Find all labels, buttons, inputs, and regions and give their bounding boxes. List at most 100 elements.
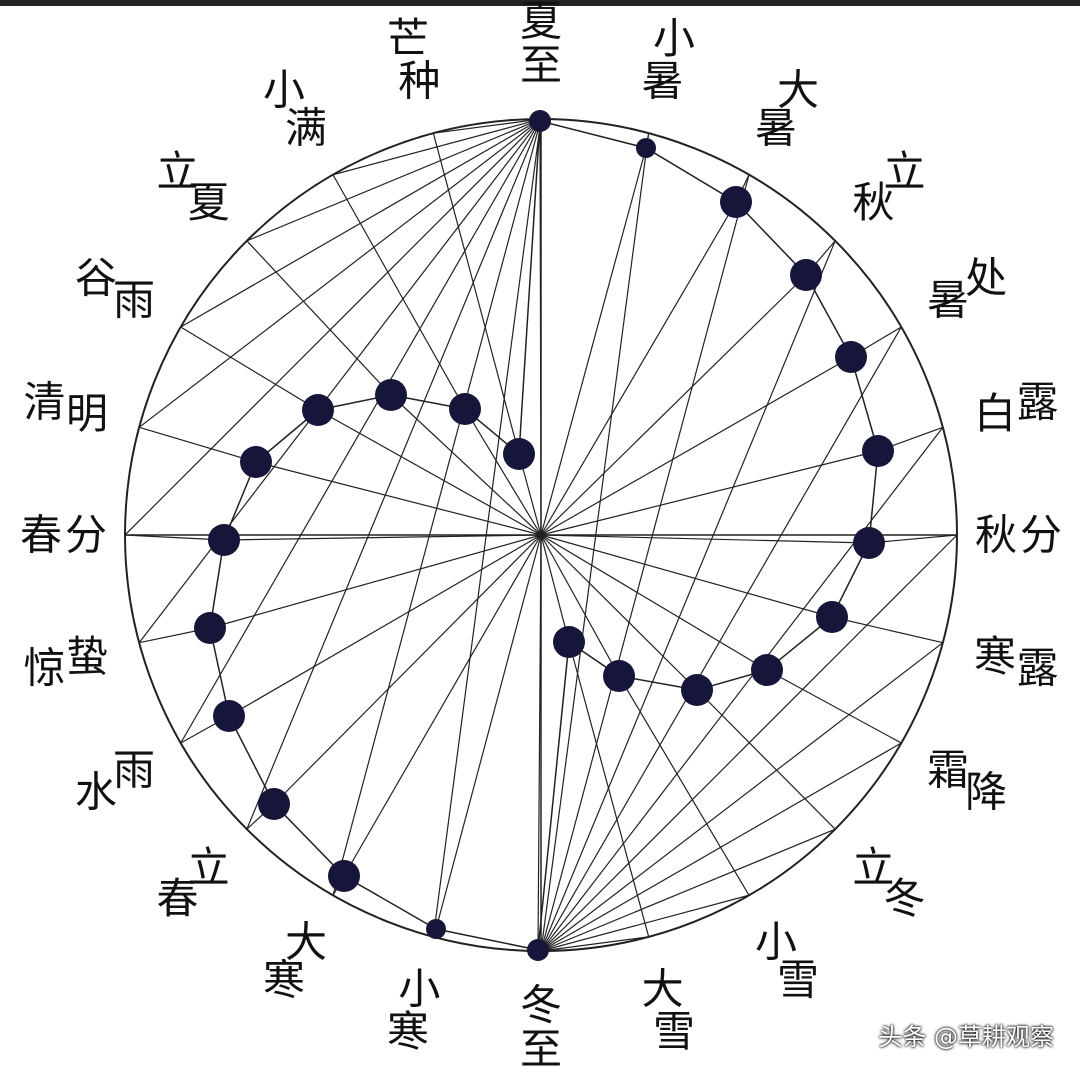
dot-大寒: [328, 860, 360, 892]
projection-lines: [124, 118, 958, 952]
projection-line: [540, 936, 649, 952]
center-line: [540, 274, 807, 536]
projection-line: [540, 426, 944, 952]
term-char: 立: [883, 147, 925, 196]
dot-立秋: [790, 259, 822, 291]
center-line: [435, 534, 542, 930]
term-char: 露: [1016, 377, 1058, 426]
term-char: 种: [398, 57, 440, 106]
term-label: 立冬: [852, 843, 925, 923]
center-line: [540, 534, 620, 677]
term-char: 蛰: [66, 632, 108, 681]
term-label: 立春: [157, 843, 230, 923]
ray-line: [180, 326, 319, 411]
term-char: 春: [157, 874, 199, 923]
term-label: 芒种: [387, 14, 440, 106]
term-char: 暑: [755, 103, 797, 152]
dot-寒露: [816, 601, 848, 633]
projection-line: [540, 326, 902, 952]
center-line: [317, 409, 542, 536]
term-label: 大寒: [263, 918, 327, 1005]
term-label: 冬至: [520, 981, 562, 1072]
dot-小雪: [603, 660, 635, 692]
term-char: 小: [653, 14, 695, 63]
dot-冬至: [527, 939, 549, 961]
term-char: 寒: [974, 632, 1016, 681]
term-char: 分: [65, 511, 107, 560]
term-labels: 夏至小暑大暑立秋处暑白露秋分寒露霜降立冬小雪大雪冬至小寒大寒立春雨水惊蛰春分清明…: [20, 0, 1062, 1072]
center-line: [540, 534, 570, 643]
dot-小暑: [636, 138, 656, 158]
center-line: [540, 356, 852, 536]
term-char: 雪: [653, 1007, 695, 1056]
center-line: [540, 534, 768, 671]
term-char: 暑: [927, 276, 969, 325]
center-line: [537, 534, 542, 951]
dot-立夏: [375, 379, 407, 411]
center-line: [540, 450, 879, 536]
term-label: 雨水: [75, 746, 155, 817]
ray-line: [696, 689, 836, 830]
dot-雨水: [213, 700, 245, 732]
term-char: 冬: [883, 874, 925, 923]
term-char: 分: [1020, 511, 1062, 560]
projection-line: [433, 118, 542, 134]
dot-霜降: [751, 654, 783, 686]
sun-position-dots: [194, 110, 894, 961]
term-char: 立: [157, 147, 199, 196]
term-char: 暑: [642, 57, 684, 106]
center-line: [228, 534, 542, 717]
term-label: 立夏: [157, 147, 230, 227]
term-char: 惊: [24, 644, 66, 693]
center-line: [223, 534, 542, 541]
term-char: 雨: [113, 276, 155, 325]
projection-line: [180, 118, 542, 744]
projection-line: [540, 828, 836, 952]
center-line: [540, 534, 870, 544]
dot-芒种: [503, 438, 535, 470]
projection-line: [540, 742, 902, 952]
projection-line: [138, 118, 542, 644]
term-label: 春分: [20, 511, 107, 560]
term-char: 至: [520, 41, 562, 90]
center-line: [540, 534, 698, 691]
term-char: 芒: [387, 14, 429, 63]
center-line: [540, 201, 737, 536]
projection-line: [432, 118, 542, 937]
term-char: 春: [20, 511, 62, 560]
term-char: 满: [285, 103, 327, 152]
center-line: [273, 534, 542, 805]
dot-春分: [208, 524, 240, 556]
term-char: 夏: [188, 178, 230, 227]
term-label: 小雪: [755, 918, 819, 1005]
term-char: 霜: [927, 746, 969, 795]
term-label: 小寒: [387, 964, 440, 1056]
projection-line: [540, 894, 750, 952]
term-label: 惊蛰: [24, 632, 109, 692]
term-label: 处暑: [927, 254, 1007, 325]
term-char: 水: [75, 768, 117, 817]
ray-line: [246, 240, 392, 396]
term-char: 大: [777, 65, 819, 114]
term-label: 小暑: [642, 14, 695, 106]
projection-line: [540, 174, 750, 952]
projection-line: [124, 118, 542, 536]
ray-line: [139, 426, 257, 463]
projection-line: [246, 118, 542, 830]
projection-line: [540, 534, 958, 952]
center-line: [540, 534, 833, 618]
term-char: 露: [1016, 644, 1058, 693]
dot-惊蛰: [194, 612, 226, 644]
dot-大雪: [553, 626, 585, 658]
ray-line: [618, 675, 750, 896]
term-char: 白: [974, 389, 1016, 438]
term-char: 明: [66, 389, 108, 438]
center-line: [464, 408, 542, 536]
projection-line: [540, 642, 944, 952]
term-char: 夏: [520, 0, 562, 46]
dot-小寒: [426, 919, 446, 939]
ray-line: [831, 616, 943, 644]
dot-夏至: [529, 110, 551, 132]
dot-处暑: [835, 341, 867, 373]
